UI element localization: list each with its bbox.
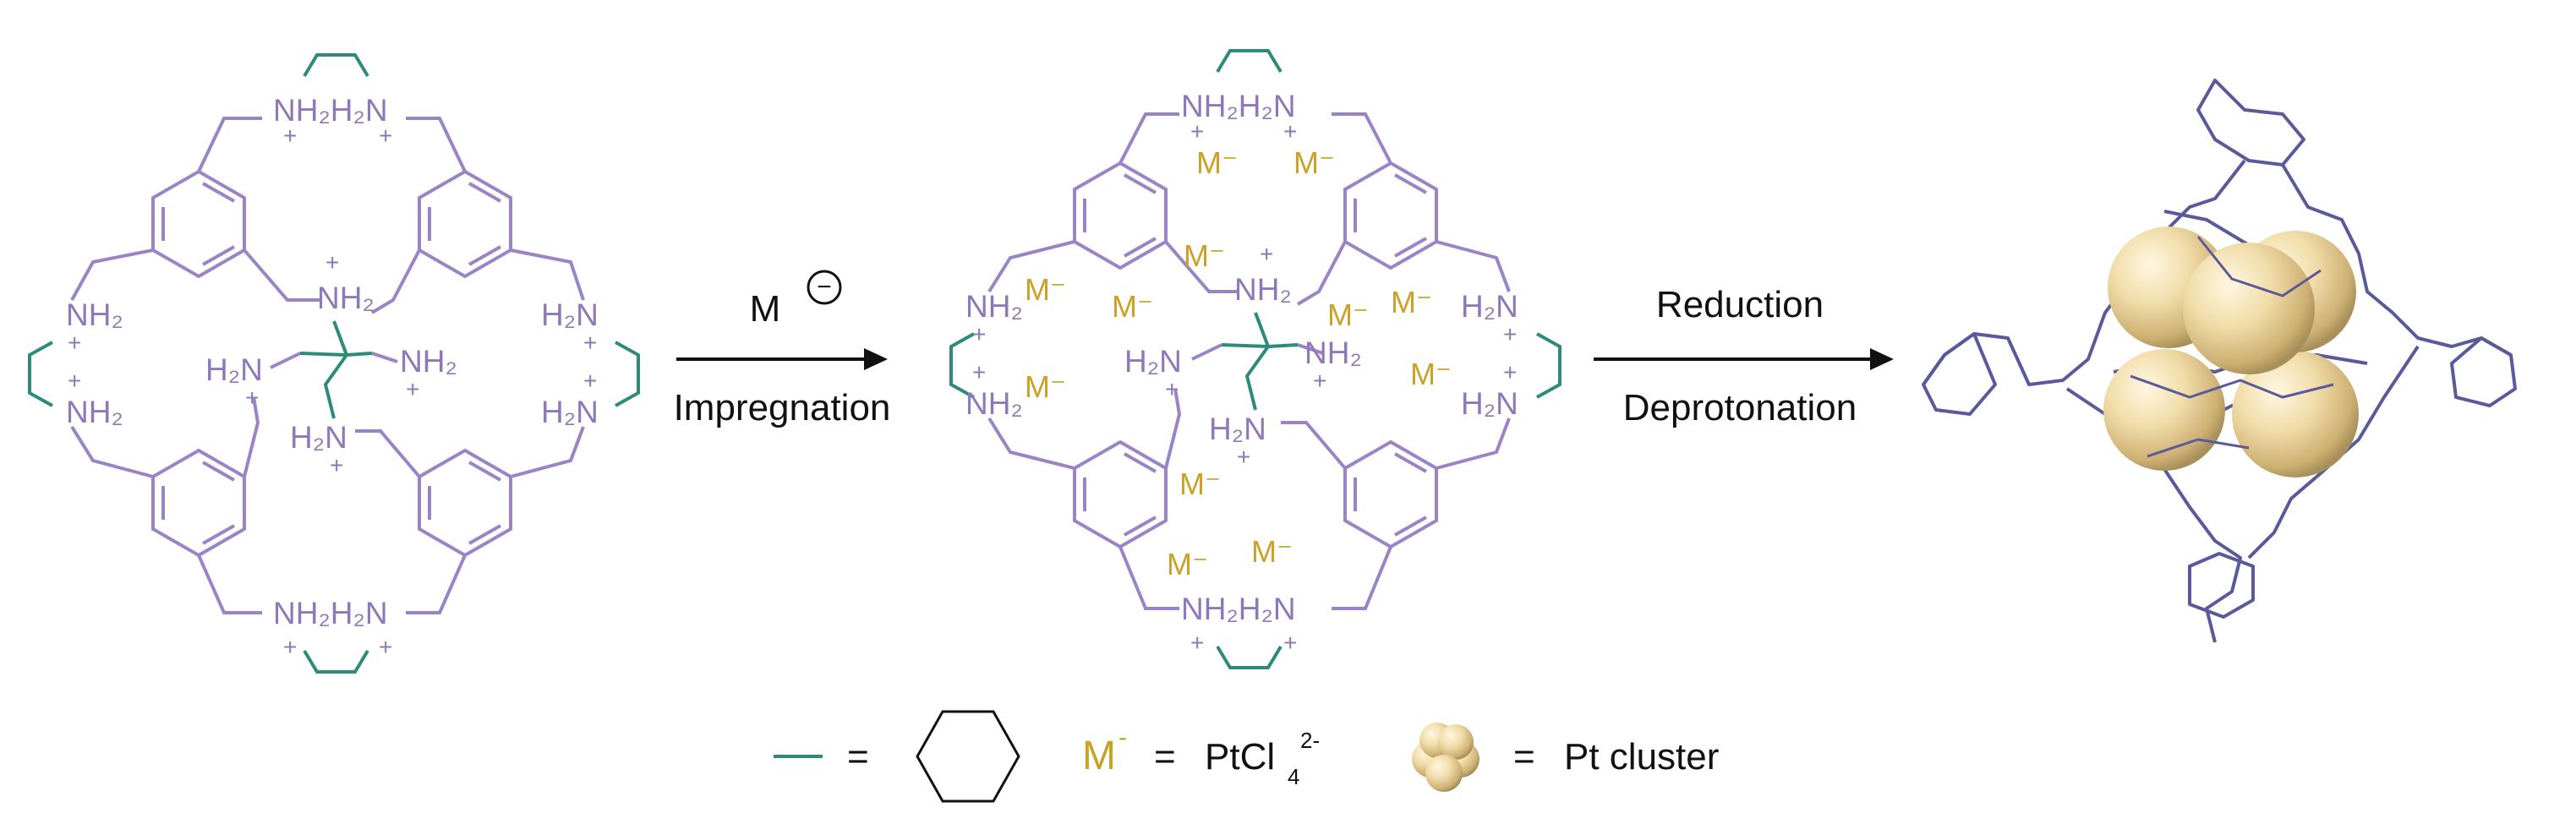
legend-pt-species: PtCl [1205,736,1275,778]
amine-top: NH₂H₂N [273,93,388,128]
amine-top: NH₂H₂N [1181,89,1296,123]
amine-left-top: NH₂ [66,297,123,332]
charge-plus: + [283,123,297,149]
charge-plus: + [68,330,81,356]
charge-plus: + [330,452,343,478]
cage-anion-loaded: NH₂H₂N NH₂H₂N NH₂ NH₂ H₂N H₂N NH₂ H₂N NH… [949,49,1561,669]
charge-plus: + [1190,118,1204,145]
charge-plus: + [1313,368,1326,394]
legend-equals: = [847,736,869,778]
charge-plus: + [245,385,259,411]
charge-plus: + [68,368,81,394]
charge-plus: + [379,634,392,660]
charge-plus: + [1165,376,1179,402]
charge-plus: + [583,368,597,394]
charge-plus: + [1260,241,1273,267]
amine-left-bottom: NH₂ [66,395,123,429]
step-deprotonation: Deprotonation [1623,387,1857,428]
cyclohexane-icon [916,710,1020,803]
amine-left-top: NH₂ [965,289,1023,324]
amine-right-top: H₂N [1461,289,1518,324]
legend-pt-superscript: 2- [1300,728,1320,753]
anion-label: M⁻ [1391,285,1432,319]
charge-circle-icon [807,270,842,305]
amine-center-top: NH₂ [317,281,375,315]
step-impregnation: Impregnation [674,387,891,428]
pt-cluster-icon [1412,723,1479,792]
charge-plus: + [972,359,986,385]
charge-plus: + [1503,321,1517,347]
charge-plus: + [1283,118,1297,145]
amine-center-bottom: H₂N [290,420,347,455]
cage-ammonium: NH₂H₂N NH₂H₂N NH₂ NH₂ H₂N H₂N NH₂ H₂N NH… [28,53,640,674]
amine-bottom: NH₂H₂N [1181,592,1296,626]
anion-label: M⁻ [1251,534,1293,569]
amine-right-top: H₂N [541,297,599,332]
anion-label: M⁻ [1025,369,1066,404]
legend-anion-symbol: M [1082,734,1116,778]
legend-pt-subscript: 4 [1288,764,1299,789]
step-reduction: Reduction [1656,284,1824,325]
anion-label: M⁻ [1179,467,1221,501]
charge-plus: + [1283,630,1297,656]
charge-plus: + [325,249,339,276]
amine-center-left: H₂N [205,352,263,387]
anion-label: M⁻ [1410,357,1452,391]
anion-label: M⁻ [1327,297,1369,332]
charge-plus: + [1237,444,1250,470]
pt-atom [2183,243,2315,374]
reagent-charge: − [817,273,832,301]
anion-label: M⁻ [1184,238,1225,273]
legend: = M - = PtCl 4 2- = Pt cluster [774,710,1719,803]
legend-pt-cluster: Pt cluster [1564,736,1719,778]
reagent-symbol: M [750,288,781,330]
amine-center-bottom: H₂N [1209,412,1266,446]
charge-plus: + [583,330,597,356]
charge-plus: + [406,376,419,402]
cage-pt-cluster [1922,79,2517,643]
anion-label: M⁻ [1293,145,1335,180]
anion-label: M⁻ [1196,145,1238,180]
anion-label: M⁻ [1025,272,1066,307]
amine-right-bottom: H₂N [541,395,599,429]
pt-atom [2103,349,2225,471]
amine-bottom: NH₂H₂N [273,596,388,630]
amine-center-top: NH₂ [1234,272,1292,307]
legend-anion-charge: - [1118,723,1127,751]
arrow-impregnation: M − Impregnation [674,270,891,428]
amine-right-bottom: H₂N [1461,386,1518,421]
amine-center-left: H₂N [1124,344,1182,379]
amine-center-right: NH₂ [400,344,457,379]
amine-center-right: NH₂ [1304,336,1362,370]
legend-equals: = [1154,736,1176,778]
anion-label: M⁻ [1167,547,1208,581]
amine-left-bottom: NH₂ [965,386,1023,421]
charge-plus: + [972,321,986,347]
charge-plus: + [283,634,297,660]
charge-plus: + [1503,359,1517,385]
charge-plus: + [379,123,392,149]
legend-equals: = [1513,736,1535,778]
anion-label: M⁻ [1112,289,1153,324]
pt-atom [2232,351,2359,477]
charge-plus: + [1190,630,1204,656]
arrow-reduction: Reduction Deprotonation [1594,284,1894,428]
